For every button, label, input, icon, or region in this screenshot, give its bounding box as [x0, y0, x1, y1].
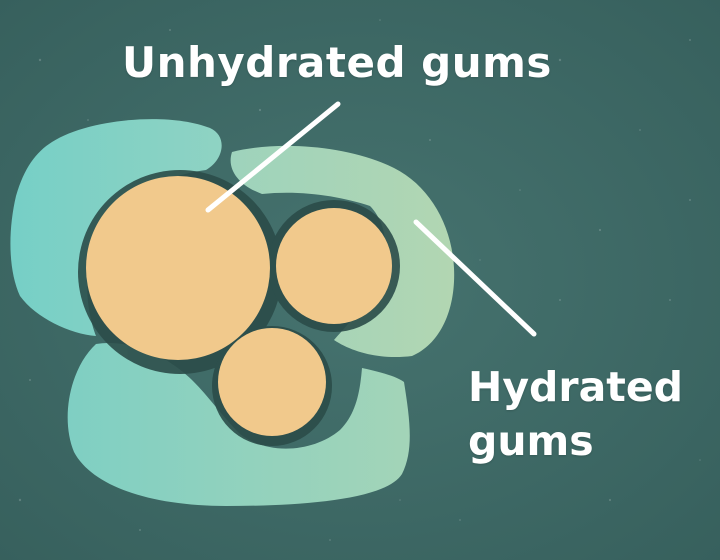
unhydrated-gum-large	[86, 176, 270, 360]
unhydrated-gum-medium	[276, 208, 392, 324]
hydrated-gums-label-line1: Hydrated	[468, 363, 684, 411]
unhydrated-pointer-line	[205, 101, 341, 213]
unhydrated-gum-small	[218, 328, 326, 436]
hydrated-gums-label-line2: gums	[468, 417, 594, 465]
unhydrated-gums-label: Unhydrated gums	[122, 38, 552, 87]
hydrated-gums-label: Hydrated gums	[468, 360, 683, 468]
hydrated-pointer-line	[413, 219, 537, 337]
hydrated-gum-right	[230, 145, 455, 358]
hydrated-gum-bottom	[67, 342, 410, 506]
